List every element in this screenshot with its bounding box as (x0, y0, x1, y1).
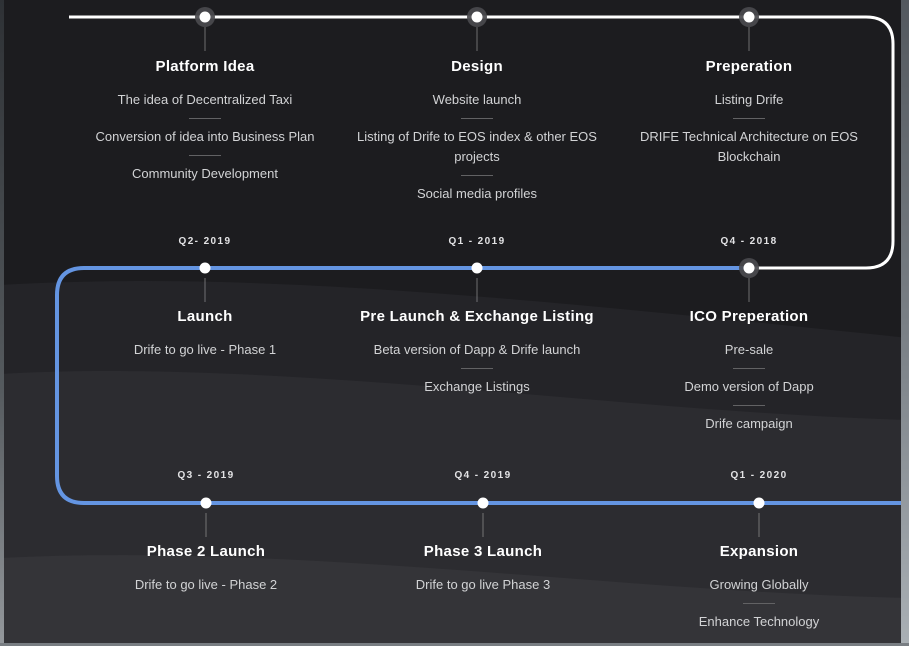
milestone-item: Listing Drife (714, 92, 784, 107)
milestone-item: Community Development (132, 166, 278, 181)
milestone-item: Conversion of idea into Business Plan (95, 129, 315, 144)
milestone-item: Social media profiles (417, 186, 537, 201)
milestone-item: Exchange Listings (424, 379, 530, 394)
milestone-platform-idea: Platform Idea The idea of Decentralized … (65, 56, 345, 188)
quarter-label: Q1 - 2020 (730, 470, 788, 481)
milestone-item: Drife campaign (705, 416, 793, 431)
milestone-title: Platform Idea (155, 58, 255, 75)
timeline-path-top-white (69, 15, 895, 270)
milestone-preperation: Preperation Listing Drife DRIFE Technica… (609, 56, 889, 171)
left-edge-strip (0, 0, 4, 646)
quarter-label: Q4 - 2018 (720, 236, 778, 247)
milestone-title: Pre Launch & Exchange Listing (360, 308, 594, 325)
right-edge-strip (901, 0, 909, 646)
milestone-dot (199, 262, 211, 274)
item-divider (461, 175, 493, 176)
milestone-title: Phase 2 Launch (146, 543, 266, 560)
quarter-label: Q1 - 2019 (448, 236, 506, 247)
milestone-item: Drife to go live - Phase 1 (133, 342, 277, 357)
quarter-label: Q2- 2019 (178, 236, 232, 247)
quarter-label: Q4 - 2019 (454, 470, 512, 481)
milestone-title: Preperation (705, 58, 793, 75)
milestone-dot (743, 262, 755, 274)
milestone-dot (753, 497, 765, 509)
bottom-edge-strip (0, 643, 909, 646)
milestone-dot (199, 11, 211, 23)
milestone-expansion: Expansion Growing Globally Enhance Techn… (619, 541, 899, 636)
milestone-dot (743, 11, 755, 23)
background-wave-3 (0, 555, 909, 646)
milestone-pre-launch-exchange-listing: Pre Launch & Exchange Listing Beta versi… (337, 306, 617, 401)
quarter-label: Q3 - 2019 (177, 470, 235, 481)
milestone-title: Expansion (719, 543, 799, 560)
milestone-phase-2-launch: Phase 2 Launch Drife to go live - Phase … (66, 541, 346, 599)
milestone-item: Drife to go live Phase 3 (415, 577, 551, 592)
item-divider (189, 155, 221, 156)
milestone-title: ICO Preperation (689, 308, 809, 325)
milestone-dot (200, 497, 212, 509)
milestone-launch: Launch Drife to go live - Phase 1 (65, 306, 345, 364)
milestone-phase-3-launch: Phase 3 Launch Drife to go live Phase 3 (343, 541, 623, 599)
milestone-title: Phase 3 Launch (423, 543, 543, 560)
milestone-item: Beta version of Dapp & Drife launch (373, 342, 581, 357)
milestone-dot (477, 497, 489, 509)
milestone-title: Design (451, 58, 503, 75)
milestone-design: Design Website launch Listing of Drife t… (337, 56, 617, 208)
milestone-dot (471, 262, 483, 274)
milestone-item: DRIFE Technical Architecture on EOS Bloc… (640, 129, 858, 164)
item-divider (733, 368, 765, 369)
milestone-title: Launch (177, 308, 233, 325)
milestone-item: The idea of Decentralized Taxi (117, 92, 293, 107)
milestone-item: Demo version of Dapp (684, 379, 814, 394)
item-divider (189, 118, 221, 119)
milestone-dot (471, 11, 483, 23)
timeline-path-bottom-blue (55, 266, 901, 505)
milestone-item: Website launch (432, 92, 522, 107)
milestone-item: Listing of Drife to EOS index & other EO… (357, 129, 597, 164)
item-divider (461, 368, 493, 369)
milestone-item: Enhance Technology (698, 614, 820, 629)
milestone-item: Growing Globally (709, 577, 809, 592)
item-divider (461, 118, 493, 119)
milestone-item: Pre-sale (724, 342, 774, 357)
milestone-item: Drife to go live - Phase 2 (134, 577, 278, 592)
milestone-ico-preperation: ICO Preperation Pre-sale Demo version of… (609, 306, 889, 438)
item-divider (733, 118, 765, 119)
item-divider (743, 603, 775, 604)
item-divider (733, 405, 765, 406)
